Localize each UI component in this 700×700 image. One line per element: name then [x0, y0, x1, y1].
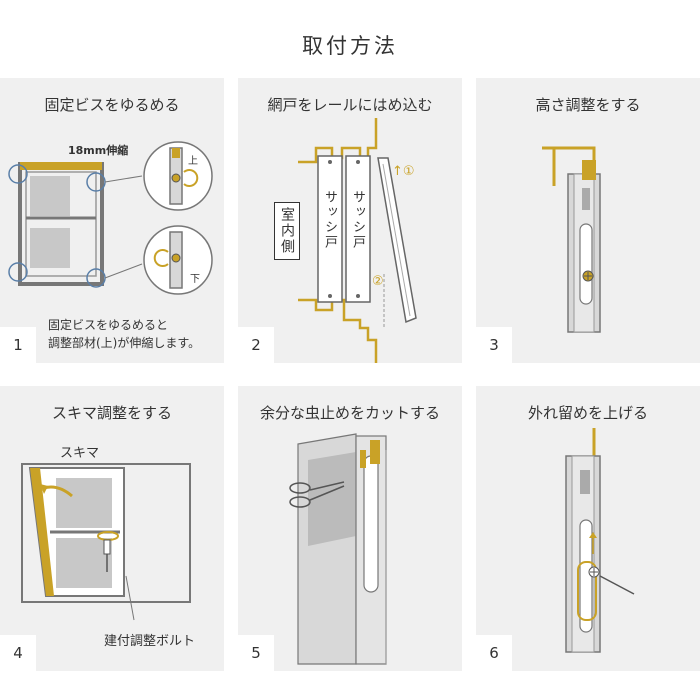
step-panel-6: 外れ留めを上げる 6	[476, 386, 700, 671]
step-number: 6	[476, 635, 512, 671]
step-1-illustration	[8, 141, 213, 295]
step-title: 外れ留めを上げる	[527, 404, 648, 422]
label-room-side: 室内側	[274, 202, 300, 260]
caption-line1: 固定ビスをゆるめると	[48, 318, 169, 332]
step-number: 2	[238, 327, 274, 363]
step-panel-4: スキマ調整をする スキマ 建付調整ボルト 4	[0, 386, 224, 671]
step-6-illustration	[565, 428, 635, 653]
label-gap: スキマ	[60, 446, 100, 461]
step-3-illustration	[542, 146, 601, 333]
step-title: 網戸をレールにはめ込む	[267, 96, 433, 114]
step-title: スキマ調整をする	[51, 404, 172, 422]
step-panel-3: 高さ調整をする 3	[476, 78, 700, 363]
label-18mm: 18mm伸縮	[68, 144, 129, 157]
step-panel-5: 余分な虫止めをカットする 5	[238, 386, 462, 671]
step-number: 5	[238, 635, 274, 671]
step-5-illustration	[289, 433, 387, 665]
marker-1: ↑①	[392, 164, 415, 179]
label-adjust-bolt: 建付調整ボルト	[104, 634, 196, 649]
step-title: 高さ調整をする	[535, 96, 641, 114]
label-sash-1: サッシ戸	[322, 190, 337, 250]
label-down: 下	[190, 274, 200, 285]
marker-2: ②	[372, 274, 384, 289]
step-panel-1: 固定ビスをゆるめる 18mm伸縮 上 下 固定ビスをゆるめると 調整部材(上)が…	[0, 78, 224, 363]
step-number: 4	[0, 635, 36, 671]
label-up: 上	[188, 156, 198, 167]
step-number: 1	[0, 327, 36, 363]
page-title: 取付方法	[302, 34, 398, 58]
step-4-illustration	[21, 463, 191, 621]
step-number: 3	[476, 327, 512, 363]
label-sash-2: サッシ戸	[350, 190, 365, 250]
step-panel-2: 網戸をレールにはめ込む 室内側 サッシ戸 サッシ戸 ↑① ② 2	[238, 78, 462, 363]
step-title: 余分な虫止めをカットする	[259, 404, 440, 422]
caption-line2: 調整部材(上)が伸縮します。	[48, 336, 201, 350]
step-title: 固定ビスをゆるめる	[44, 96, 180, 114]
step-2-illustration	[298, 118, 417, 363]
